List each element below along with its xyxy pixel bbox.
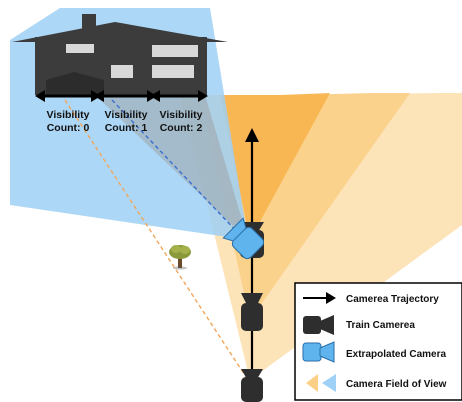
- legend-item-field-of-view: Camera Field of View: [306, 374, 447, 392]
- train-camera-middle: [241, 293, 263, 331]
- legend-extrapolated-camera-label: Extrapolated Camera: [346, 349, 446, 360]
- visibility-label-0-line2: Count: 0: [47, 122, 90, 134]
- camera-trajectory-arrow: [245, 128, 259, 400]
- visibility-label-0-line1: Visibility: [47, 109, 90, 121]
- legend-item-trajectory: Camerea Trajectory: [303, 292, 439, 305]
- legend-item-extrapolated-camera: Extrapolated Camera: [302, 341, 446, 363]
- visibility-arrows: [35, 90, 208, 102]
- visibility-label-1: Visibility Count: 1: [105, 109, 148, 134]
- visibility-label-2-line2: Count: 2: [160, 122, 203, 134]
- train-camera-bottom: [241, 369, 263, 402]
- tree-icon: [169, 245, 191, 270]
- legend-train-camera-label: Train Camerea: [346, 320, 415, 331]
- fov-dark-cone: [220, 93, 330, 240]
- house-icon: [12, 14, 228, 95]
- visibility-label-1-line2: Count: 1: [105, 122, 148, 134]
- visibility-label-1-line1: Visibility: [105, 109, 148, 121]
- extrapolated-camera: [222, 217, 265, 260]
- legend: Camerea Trajectory Train Camerea Extrapo…: [294, 282, 462, 401]
- legend-item-train-camera: Train Camerea: [303, 315, 415, 335]
- legend-trajectory-label: Camerea Trajectory: [346, 294, 439, 305]
- blue-view-ray: [111, 99, 241, 236]
- visibility-label-0: Visibility Count: 0: [47, 109, 90, 134]
- legend-field-of-view-label: Camera Field of View: [346, 379, 447, 390]
- visibility-label-2-line1: Visibility: [160, 109, 203, 121]
- visibility-label-2: Visibility Count: 2: [160, 109, 203, 134]
